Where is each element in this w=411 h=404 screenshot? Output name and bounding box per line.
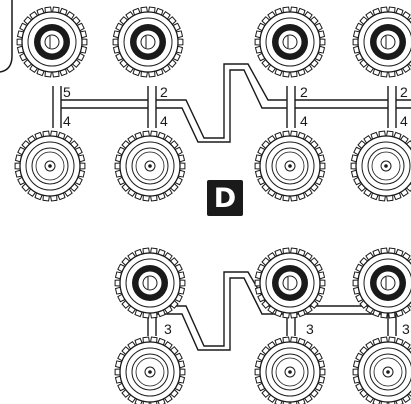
tread-block: [114, 279, 121, 287]
tire-sidewall: [265, 17, 315, 67]
wheel-rim-rear: [352, 336, 411, 404]
wheel-hub-front: [254, 6, 326, 78]
wheel-hub-front: [112, 6, 184, 78]
wheel-hub-front: [352, 6, 411, 78]
upper-post-3: [286, 86, 296, 128]
tread-block: [112, 38, 119, 46]
label-upper-bottom-3: 4: [300, 113, 308, 129]
tire-sidewall: [123, 17, 173, 67]
wheel-hub-front: [114, 247, 186, 319]
wheel-rim-rear: [114, 130, 186, 202]
tire-sidewall: [265, 347, 315, 397]
tire-sidewall: [363, 17, 411, 67]
upper-runner-right: [295, 99, 388, 109]
wheel-hub-front: [254, 247, 326, 319]
tread-block: [81, 38, 88, 46]
axle-ring: [144, 366, 156, 378]
lower-runner-middle: [156, 271, 287, 351]
tread-block: [114, 162, 121, 170]
axle-ring: [284, 366, 296, 378]
axle-dot: [148, 370, 152, 374]
label-upper-top-2: 2: [160, 84, 168, 100]
wheel-rim-rear: [14, 130, 86, 202]
tire-sidewall: [363, 258, 411, 308]
wheel-rim-rear: [350, 130, 411, 202]
wheel-rim-rear: [254, 336, 326, 404]
axle-dot: [148, 164, 152, 168]
upper-runner-middle: [156, 63, 287, 143]
label-lower-bottom-3: 3: [402, 321, 410, 337]
hub-cap: [277, 29, 303, 55]
sheet-edge-bracket: [0, 0, 13, 73]
hub-cap: [39, 29, 65, 55]
tire-sidewall: [125, 141, 175, 191]
hub-center: [282, 275, 298, 291]
upper-post-1: [52, 86, 62, 128]
axle-dot: [288, 370, 292, 374]
hub-cap: [375, 270, 401, 296]
upper-runner-stub: [396, 99, 411, 109]
hub-center: [282, 34, 298, 50]
axle-ring: [382, 366, 394, 378]
upper-sprue-frame: [52, 63, 411, 143]
wheel-rim-rear: [114, 336, 186, 404]
wheel-hub-front: [352, 247, 411, 319]
axle-ring: [380, 160, 392, 172]
label-upper-top-1: 5: [63, 84, 71, 100]
rim-inner: [135, 151, 165, 181]
sheet-letter: D: [214, 183, 236, 214]
tire-sidewall: [265, 258, 315, 308]
hub-center: [380, 34, 396, 50]
axle-ring: [284, 160, 296, 172]
label-lower-bottom-1: 3: [164, 321, 172, 337]
tire-sidewall: [265, 141, 315, 191]
tire-sidewall: [125, 258, 175, 308]
axle-dot: [288, 164, 292, 168]
tire-sidewall: [125, 347, 175, 397]
hub-center: [380, 275, 396, 291]
axle-dot: [384, 164, 388, 168]
hub-center: [140, 34, 156, 50]
hub-center: [142, 275, 158, 291]
upper-post-4: [387, 86, 397, 128]
axle-ring: [144, 160, 156, 172]
upper-post-2: [147, 86, 157, 128]
wheel-hub-front: [16, 6, 88, 78]
hub-center: [44, 34, 60, 50]
label-upper-bottom-1: 4: [63, 113, 71, 129]
label-upper-bottom-2: 4: [160, 113, 168, 129]
rim-inner: [275, 357, 305, 387]
tread-block: [79, 162, 86, 170]
wheels-layer: [14, 6, 411, 404]
upper-runner-left: [61, 99, 148, 109]
rim-inner: [371, 151, 401, 181]
tire-sidewall: [25, 141, 75, 191]
rim-inner: [35, 151, 65, 181]
rim-inner: [373, 357, 403, 387]
tire-sidewall: [361, 141, 411, 191]
rim-inner: [135, 357, 165, 387]
hub-cap: [137, 270, 163, 296]
sheet-letter-badge: D: [207, 180, 243, 216]
label-upper-top-3: 2: [300, 84, 308, 100]
hub-cap: [375, 29, 401, 55]
tread-block: [114, 368, 121, 376]
label-lower-bottom-2: 3: [306, 321, 314, 337]
tire-sidewall: [363, 347, 411, 397]
tire-sidewall: [27, 17, 77, 67]
axle-dot: [48, 164, 52, 168]
axle-ring: [44, 160, 56, 172]
hub-cap: [135, 29, 161, 55]
rim-inner: [275, 151, 305, 181]
sheet-letter-background: [207, 180, 243, 216]
label-upper-top-4: 2: [400, 84, 408, 100]
wheel-rim-rear: [254, 130, 326, 202]
label-upper-bottom-4: 4: [400, 113, 408, 129]
hub-cap: [277, 270, 303, 296]
axle-dot: [386, 370, 390, 374]
